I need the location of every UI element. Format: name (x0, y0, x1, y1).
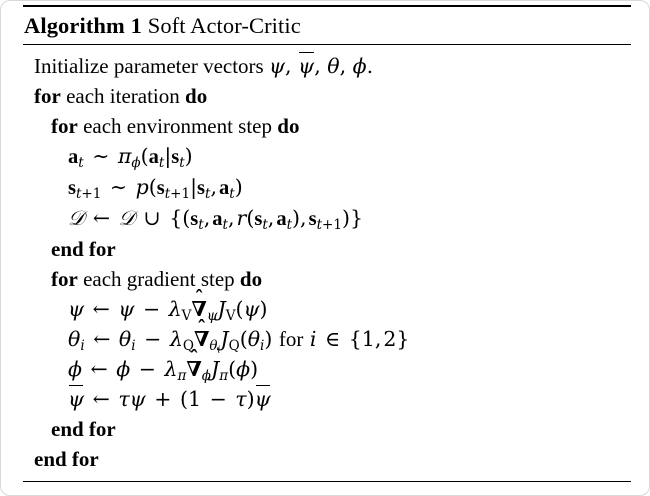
equation-update-replay-buffer: 𝒟 ← 𝒟 ∪ {(st, at, r(st, at), st+1)} (68, 206, 363, 233)
equation-update-psi: ψ ← ψ − λV∇ψJV(ψ) (68, 284, 268, 322)
algorithm-line-update-psi: ψ ← ψ − λV∇ψJV(ψ) (23, 284, 631, 324)
algorithm-line-sample-next-state: st+1 ∼ p(st+1|st, at) (23, 172, 631, 203)
equation-update-phi: ϕ ← ϕ − λπ∇ϕJπ(ϕ) (68, 344, 258, 382)
do-keyword: do (239, 267, 263, 291)
initialize-keyword: Initialize parameter vectors (34, 54, 264, 78)
do-keyword: do (185, 84, 208, 108)
algorithm-line-end-for-environment: end for (23, 234, 631, 264)
algorithm-body: Initialize parameter vectors ψ, ψ, θ, ϕ.… (23, 45, 631, 481)
equation-sample-next-state: st+1 ∼ p(st+1|st, at) (68, 175, 243, 202)
algorithm-line-end-for-gradient: end for (23, 414, 631, 444)
equation-update-theta: θi ← θi − λQ∇θiJQ(θi) for i ∈ {1, 2} (68, 314, 409, 354)
for-keyword: for (51, 267, 78, 291)
for-each-environment-step-text: each environment step (83, 114, 273, 138)
end-for-keyword: end for (34, 447, 99, 471)
for-each-iteration-text: each iteration (66, 84, 180, 108)
algorithm-name-label: Soft Actor-Critic (147, 13, 301, 38)
algorithm-line-initialize: Initialize parameter vectors ψ, ψ, θ, ϕ. (23, 51, 631, 81)
algorithm-line-for-each-gradient-step: for each gradient step do (23, 264, 631, 294)
initialize-symbols: ψ, ψ, θ, ϕ. (269, 51, 373, 78)
algorithm-line-update-theta: θi ← θi − λQ∇θiJQ(θi) for i ∈ {1, 2} (23, 314, 631, 354)
algorithm-line-for-each-environment-step: for each environment step do (23, 111, 631, 141)
end-for-keyword: end for (51, 417, 116, 441)
algorithm-line-update-psi-bar: ψ ← τψ + (1 − τ)ψ (23, 384, 631, 414)
algorithm-number-label: Algorithm 1 (24, 13, 142, 38)
do-keyword: do (277, 114, 300, 138)
for-keyword: for (34, 84, 61, 108)
for-each-gradient-step-text: each gradient step (83, 267, 235, 291)
algorithm-line-sample-action: at ∼ πϕ(at|st) (23, 141, 631, 172)
end-for-keyword: end for (51, 237, 116, 261)
for-keyword: for (51, 114, 78, 138)
algorithm-line-end-for-iteration: end for (23, 444, 631, 474)
equation-update-psi-bar: ψ ← τψ + (1 − τ)ψ (68, 384, 271, 411)
equation-sample-action: at ∼ πϕ(at|st) (68, 144, 193, 171)
algorithm-line-update-replay-buffer: 𝒟 ← 𝒟 ∪ {(st, at, r(st, at), st+1)} (23, 203, 631, 234)
algorithm-title: Algorithm 1 Soft Actor-Critic (23, 7, 631, 44)
algorithm-line-for-each-iteration: for each iteration do (23, 81, 631, 111)
algorithm-block: Algorithm 1 Soft Actor-Critic Initialize… (23, 5, 631, 482)
algorithm-bottom-rule (23, 481, 631, 482)
algorithm-title-rule (23, 44, 631, 45)
algorithm-line-update-phi: ϕ ← ϕ − λπ∇ϕJπ(ϕ) (23, 344, 631, 384)
for-i-in-keyword: for (278, 327, 304, 351)
algorithm-top-rule (23, 5, 631, 7)
